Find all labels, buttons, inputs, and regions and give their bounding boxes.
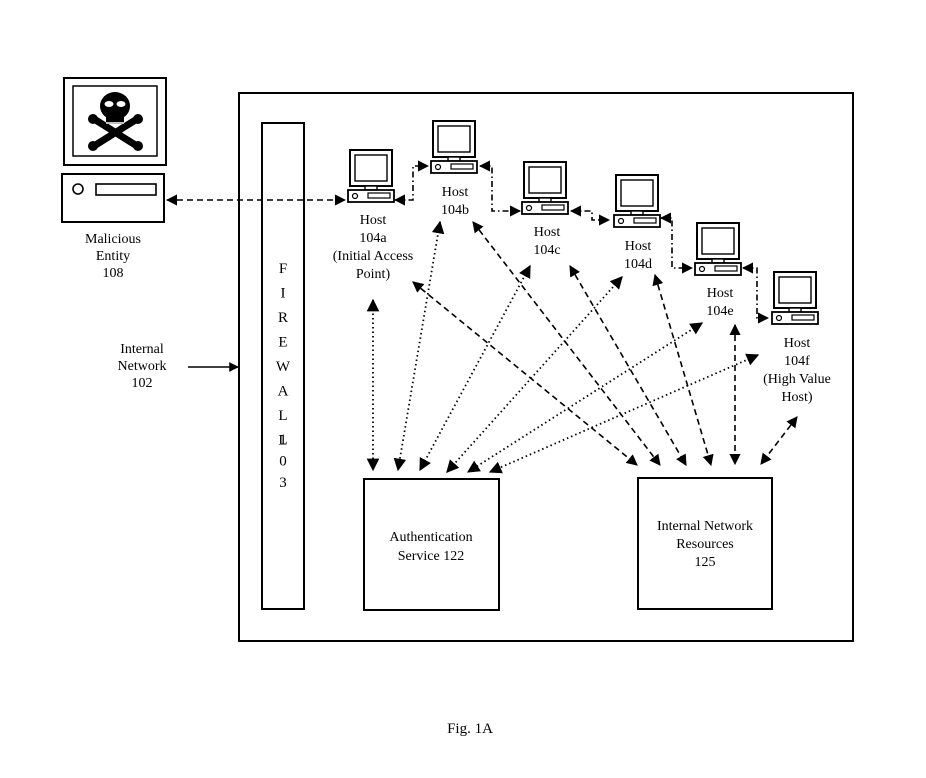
host-label-line: 104c <box>533 243 560 258</box>
host-label-line: Host <box>360 213 387 228</box>
label-line: Entity <box>96 249 130 264</box>
lateral-104d-104e <box>659 212 694 274</box>
host-104b: Host 104b <box>430 120 478 218</box>
host-label-line: (Initial Access <box>333 249 413 264</box>
host-label-line: Host <box>784 336 811 351</box>
lateral-104e-104f <box>741 262 770 324</box>
internal-network-boundary <box>238 92 854 642</box>
auth-link-104e <box>466 322 704 473</box>
authentication-service-box <box>363 478 500 611</box>
firewall-letter: I <box>281 286 286 302</box>
firewall-letter: 0 <box>279 454 287 470</box>
auth-link-104d <box>446 276 623 473</box>
malicious-computer-icon <box>61 77 167 223</box>
lateral-104b-104c <box>478 160 522 217</box>
host-label-line: 104b <box>441 203 469 218</box>
firewall-letter: L <box>278 433 287 449</box>
auth-link-104b <box>393 220 445 472</box>
internal-network-resources-box <box>637 477 773 610</box>
firewall-letter: 3 <box>279 475 287 491</box>
label-line: 108 <box>103 266 124 281</box>
resource-link-104a <box>412 281 638 466</box>
host-104c: Host 104c <box>521 161 569 258</box>
host-label-line: Host <box>442 185 469 200</box>
resource-link-104c <box>569 265 687 466</box>
firewall-letter: W <box>276 359 291 375</box>
resource-link-104d <box>652 273 714 467</box>
host-label-line: 104f <box>784 354 810 369</box>
desktop-computer-icon <box>521 161 569 215</box>
desktop-computer-icon <box>694 222 742 276</box>
firewall-letter: R <box>278 310 288 326</box>
firewall-box <box>261 122 305 610</box>
label-line: Resources <box>676 537 734 552</box>
lateral-104a-104b <box>393 160 430 206</box>
firewall-letter: E <box>278 335 287 351</box>
connections <box>165 160 798 474</box>
desktop-computer-icon <box>771 271 819 325</box>
host-label-line: Host) <box>781 390 812 405</box>
host-label-line: 104a <box>359 231 387 246</box>
host-label-line: 104e <box>706 304 733 319</box>
resource-link-104f <box>760 416 798 465</box>
figure-caption: Fig. 1A <box>447 721 493 737</box>
label-line: 102 <box>132 376 153 391</box>
label-line: Authentication <box>389 530 472 545</box>
firewall-letter: 1 <box>279 432 287 448</box>
host-104e: Host 104e <box>694 222 742 319</box>
host-label-line: Host <box>625 239 652 254</box>
desktop-computer-icon <box>347 149 395 203</box>
crossbones-icon <box>90 115 141 150</box>
firewall-letter: L <box>278 408 287 424</box>
skull-icon <box>100 92 130 124</box>
desktop-computer-icon <box>430 120 478 174</box>
host-label-line: Host <box>534 225 561 240</box>
firewall-letter: A <box>278 384 289 400</box>
auth-link-104c <box>419 264 531 472</box>
host-104d: Host 104d <box>613 174 661 272</box>
label-line: Malicious <box>85 232 141 247</box>
host-label-line: Host <box>707 286 734 301</box>
desktop-computer-icon <box>613 174 661 228</box>
host-label-line: (High Value <box>763 372 831 387</box>
label-line: 125 <box>695 555 716 570</box>
label-line: Internal <box>120 342 164 357</box>
host-label-line: 104d <box>624 257 652 272</box>
firewall-letter: F <box>279 261 287 277</box>
label-line: Internal Network <box>657 519 753 534</box>
lateral-104c-104d <box>569 205 611 226</box>
host-label-line: Point) <box>356 267 391 282</box>
label-line: Service 122 <box>398 549 464 564</box>
label-line: Network <box>118 359 167 374</box>
